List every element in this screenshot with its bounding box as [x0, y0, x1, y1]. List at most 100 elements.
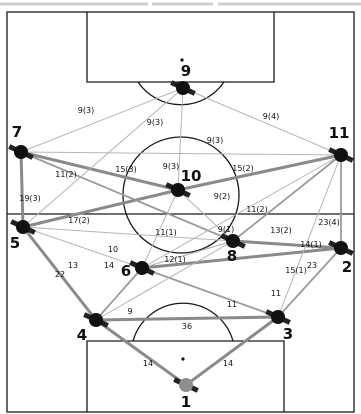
pass-count-label: 14: [104, 261, 114, 270]
player-node-10: 10: [165, 167, 201, 198]
pass-line-9-to-5: [22, 87, 184, 228]
pass-line-4-to-6: [95, 267, 143, 321]
pass-line-7-to-9: [20, 87, 184, 153]
player-node-5: 5: [10, 219, 36, 252]
pass-line-5-to-7: [19, 151, 25, 228]
player-node-7: 7: [8, 123, 34, 160]
pass-count-label: 14: [223, 359, 233, 368]
pass-count-label: 13(2): [270, 226, 292, 235]
pass-count-label: 9(3): [147, 118, 163, 127]
pass-count-label: 14(1): [300, 240, 322, 249]
player-dot: [271, 310, 285, 324]
player-number-label: 11: [329, 124, 350, 142]
pass-count-label: 36: [182, 322, 192, 331]
pass-line-7-to-8: [20, 151, 234, 242]
player-node-6: 6: [121, 260, 155, 280]
pass-count-label: 22: [55, 270, 65, 279]
player-number-label: 1: [181, 393, 191, 411]
pass-count-label: 17(2): [68, 216, 90, 225]
pass-count-label: 9(3): [78, 106, 94, 115]
pass-count-label: 9: [127, 307, 132, 316]
player-number-label: 8: [227, 247, 237, 265]
bottom-penalty-spot: [181, 357, 185, 361]
player-node-4: 4: [77, 312, 109, 344]
player-number-label: 3: [283, 325, 293, 343]
bottom-penalty-arc: [132, 302, 234, 342]
pass-line-8-to-2: [232, 239, 342, 250]
pass-line-4-to-8: [95, 240, 234, 321]
pass-count-label: 9(3): [207, 136, 223, 145]
pass-line-7-to-10: [20, 150, 179, 192]
pass-line-5-to-6: [22, 226, 143, 269]
player-dot: [176, 81, 190, 95]
pass-count-label: 9(4): [263, 112, 279, 121]
pass-line-9-to-11: [182, 87, 342, 156]
pass-connections: [19, 87, 342, 387]
player-dot: [16, 220, 30, 234]
pass-count-label: 14: [143, 359, 153, 368]
player-dot: [135, 261, 149, 275]
player-number-label: 6: [121, 262, 131, 280]
pass-count-label: 23: [307, 261, 317, 270]
pass-line-6-to-2: [141, 246, 342, 270]
player-node-2: 2: [328, 240, 354, 276]
player-node-3: 3: [265, 309, 293, 343]
pass-count-label: 23(4): [318, 218, 340, 227]
pass-line-3-to-2: [277, 247, 342, 318]
player-node-11: 11: [328, 124, 354, 163]
pass-count-label: 15(1): [285, 266, 307, 275]
pass-line-11-to-3: [277, 154, 342, 318]
pass-line-6-to-10: [141, 189, 179, 269]
player-dot: [14, 145, 28, 159]
pass-line-1-to-4: [95, 318, 187, 387]
pass-line-10-to-11: [177, 153, 342, 192]
pass-line-4-to-3: [95, 315, 279, 322]
pass-line-8-to-11: [232, 154, 342, 242]
player-node-8: 8: [220, 233, 246, 265]
pass-line-11-to-6: [141, 154, 342, 269]
pass-count-label: 12(1): [164, 255, 186, 264]
player-number-label: 7: [12, 123, 22, 141]
pass-count-label: 15(3): [115, 165, 137, 174]
player-dot: [179, 378, 193, 392]
pass-count-label: 19(3): [19, 194, 41, 203]
player-dot: [171, 183, 185, 197]
pass-line-7-to-11: [20, 151, 342, 156]
pass-line-8-to-6: [141, 240, 234, 269]
player-number-label: 2: [342, 258, 352, 276]
pass-count-label: 11(2): [246, 205, 268, 214]
bottom-penalty-area: [86, 340, 285, 412]
top-penalty-spot: [180, 58, 184, 62]
pass-line-10-to-8: [177, 189, 234, 242]
pass-count-label: 10: [108, 245, 118, 254]
pass-line-9-to-10: [177, 87, 184, 191]
player-node-9: 9: [170, 62, 196, 96]
pass-line-5-to-10: [22, 188, 179, 229]
player-number-label: 10: [181, 167, 202, 185]
player-number-label: 9: [181, 62, 191, 80]
player-dot: [226, 234, 240, 248]
pass-count-label: 9(2): [214, 192, 230, 201]
player-dot: [89, 313, 103, 327]
pass-line-1-to-3: [185, 315, 279, 387]
pass-line-5-to-8: [22, 226, 234, 242]
pass-count-label: 11(2): [55, 170, 77, 179]
player-number-label: 5: [10, 234, 20, 252]
pass-count-label: 11: [271, 289, 281, 298]
pass-count-label: 11: [227, 300, 237, 309]
pass-line-4-to-5: [21, 226, 98, 321]
player-dot: [334, 148, 348, 162]
player-number-label: 4: [77, 326, 87, 344]
pass-count-label: 15(2): [232, 164, 254, 173]
pass-count-label: 13: [68, 261, 78, 270]
pass-line-6-to-3: [141, 267, 279, 318]
pass-count-label: 9(1): [218, 225, 234, 234]
top-penalty-arc: [137, 81, 225, 106]
pass-count-label: 9(3): [163, 162, 179, 171]
player-dot: [334, 241, 348, 255]
pass-count-label: 11(1): [155, 228, 177, 237]
